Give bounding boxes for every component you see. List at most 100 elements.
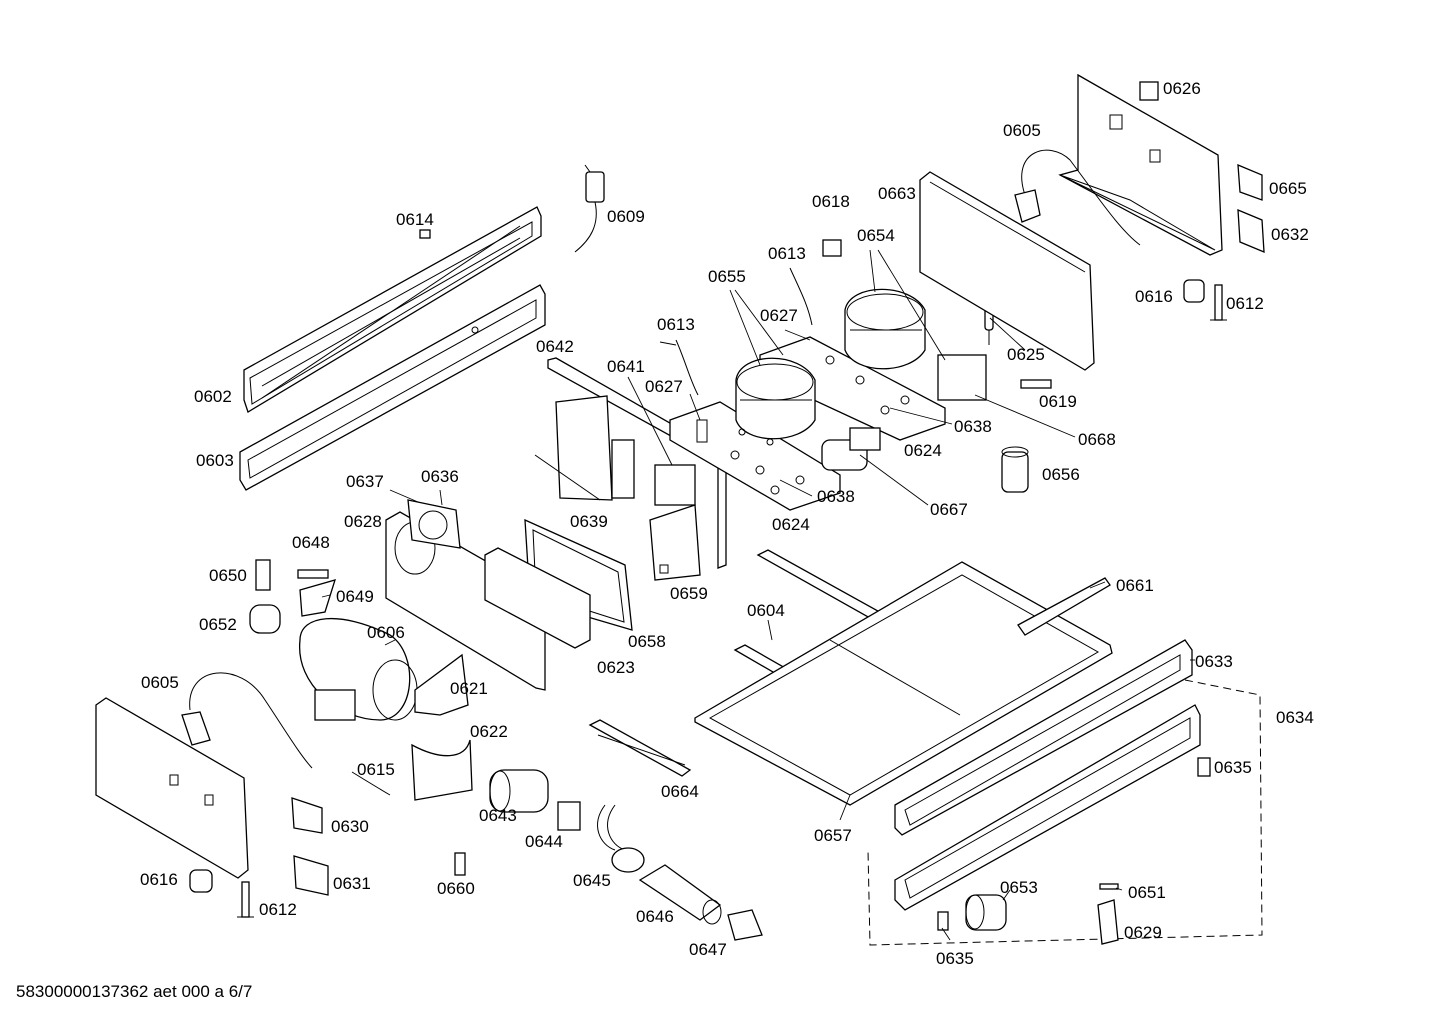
part-0661-bracket xyxy=(1017,577,1111,636)
part-0621-bracket xyxy=(414,653,469,716)
part-0616-right-foot xyxy=(1183,279,1205,303)
part-0612-right-screw xyxy=(1210,284,1227,321)
label-0627-right[interactable]: 0627 xyxy=(760,306,798,325)
label-0630[interactable]: 0630 xyxy=(331,817,369,836)
label-0628[interactable]: 0628 xyxy=(344,512,382,531)
label-0659[interactable]: 0659 xyxy=(670,584,708,603)
part-0619-terminal xyxy=(1020,379,1052,389)
label-0621[interactable]: 0621 xyxy=(450,679,488,698)
label-0655[interactable]: 0655 xyxy=(708,267,746,286)
document-id: 58300000137362 aet 000 a 6/7 xyxy=(16,982,253,1001)
label-0637[interactable]: 0637 xyxy=(346,472,384,491)
label-0657[interactable]: 0657 xyxy=(814,826,852,845)
label-0618[interactable]: 0618 xyxy=(812,192,850,211)
label-0638-right[interactable]: 0638 xyxy=(954,417,992,436)
part-0629-clip xyxy=(1097,899,1119,945)
label-0663[interactable]: 0663 xyxy=(878,184,916,203)
label-0643[interactable]: 0643 xyxy=(479,806,517,825)
label-0624-left[interactable]: 0624 xyxy=(772,515,810,534)
part-0656-capacitor xyxy=(1001,446,1029,493)
label-0656[interactable]: 0656 xyxy=(1042,465,1080,484)
part-0648-clip xyxy=(297,569,329,579)
part-0631-bracket xyxy=(293,855,329,896)
label-0626[interactable]: 0626 xyxy=(1163,79,1201,98)
label-0627-left[interactable]: 0627 xyxy=(645,377,683,396)
part-0646-tube xyxy=(638,864,722,925)
label-0613-left[interactable]: 0613 xyxy=(657,315,695,334)
label-0603[interactable]: 0603 xyxy=(196,451,234,470)
part-0616-left-foot xyxy=(189,869,213,893)
label-0647[interactable]: 0647 xyxy=(689,940,727,959)
label-0641[interactable]: 0641 xyxy=(607,357,645,376)
label-0635-right[interactable]: 0635 xyxy=(1214,758,1252,777)
label-0605-right[interactable]: 0605 xyxy=(1003,121,1041,140)
part-0603-panel xyxy=(239,284,546,491)
label-0612-right[interactable]: 0612 xyxy=(1226,294,1264,313)
label-0639[interactable]: 0639 xyxy=(570,512,608,531)
label-0646[interactable]: 0646 xyxy=(636,907,674,926)
part-0613-tube-right xyxy=(789,267,813,326)
label-0658[interactable]: 0658 xyxy=(628,632,666,651)
label-0622[interactable]: 0622 xyxy=(470,722,508,741)
label-0632[interactable]: 0632 xyxy=(1271,225,1309,244)
label-0604[interactable]: 0604 xyxy=(747,601,785,620)
label-0649[interactable]: 0649 xyxy=(336,587,374,606)
label-0629[interactable]: 0629 xyxy=(1124,923,1162,942)
part-0660-pin xyxy=(454,852,466,876)
part-0614-clip xyxy=(419,229,431,239)
label-0648[interactable]: 0648 xyxy=(292,533,330,552)
label-0660[interactable]: 0660 xyxy=(437,879,475,898)
part-0618-relay xyxy=(822,239,842,257)
label-0615[interactable]: 0615 xyxy=(357,760,395,779)
part-0665-plate xyxy=(1237,163,1263,201)
part-0653-cup xyxy=(965,894,1007,931)
label-0668[interactable]: 0668 xyxy=(1078,430,1116,449)
label-0624-right[interactable]: 0624 xyxy=(904,441,942,460)
part-0654-compressor-right xyxy=(844,288,926,370)
part-0643-filter xyxy=(489,769,549,813)
label-0638-left[interactable]: 0638 xyxy=(817,487,855,506)
part-0647-cap xyxy=(727,909,763,941)
label-0661[interactable]: 0661 xyxy=(1116,576,1154,595)
part-0636-fan xyxy=(407,499,461,549)
label-0625[interactable]: 0625 xyxy=(1007,345,1045,364)
label-0612-left[interactable]: 0612 xyxy=(259,900,297,919)
label-0616-right[interactable]: 0616 xyxy=(1135,287,1173,306)
part-0602-panel xyxy=(243,206,542,413)
part-0635-clip-right xyxy=(1197,757,1211,777)
label-0609[interactable]: 0609 xyxy=(607,207,645,226)
part-0622-shroud xyxy=(411,739,473,801)
label-0667[interactable]: 0667 xyxy=(930,500,968,519)
part-0652-cap xyxy=(249,604,281,634)
label-0635-left[interactable]: 0635 xyxy=(936,949,974,968)
part-0634-kickplate xyxy=(867,679,1263,946)
label-0614[interactable]: 0614 xyxy=(396,210,434,229)
label-0605-left[interactable]: 0605 xyxy=(141,673,179,692)
label-0654[interactable]: 0654 xyxy=(857,226,895,245)
label-0653[interactable]: 0653 xyxy=(1000,878,1038,897)
part-0605-left-cord xyxy=(181,672,313,769)
part-0609-power-cord xyxy=(574,164,605,253)
label-0665[interactable]: 0665 xyxy=(1269,179,1307,198)
label-0613-right[interactable]: 0613 xyxy=(768,244,806,263)
label-0636[interactable]: 0636 xyxy=(421,467,459,486)
label-0606[interactable]: 0606 xyxy=(367,623,405,642)
label-0633[interactable]: 0633 xyxy=(1195,652,1233,671)
label-0642[interactable]: 0642 xyxy=(536,337,574,356)
label-0631[interactable]: 0631 xyxy=(333,874,371,893)
label-0652[interactable]: 0652 xyxy=(199,615,237,634)
label-0650[interactable]: 0650 xyxy=(209,566,247,585)
part-0605-left-panel xyxy=(95,697,249,879)
label-0645[interactable]: 0645 xyxy=(573,871,611,890)
label-0619[interactable]: 0619 xyxy=(1039,392,1077,411)
label-0602[interactable]: 0602 xyxy=(194,387,232,406)
label-0623[interactable]: 0623 xyxy=(597,658,635,677)
label-0651[interactable]: 0651 xyxy=(1128,883,1166,902)
part-0612-left-screw xyxy=(237,881,254,918)
label-0616-left[interactable]: 0616 xyxy=(140,870,178,889)
label-0634[interactable]: 0634 xyxy=(1276,708,1314,727)
label-0644[interactable]: 0644 xyxy=(525,832,563,851)
label-0664[interactable]: 0664 xyxy=(661,782,699,801)
